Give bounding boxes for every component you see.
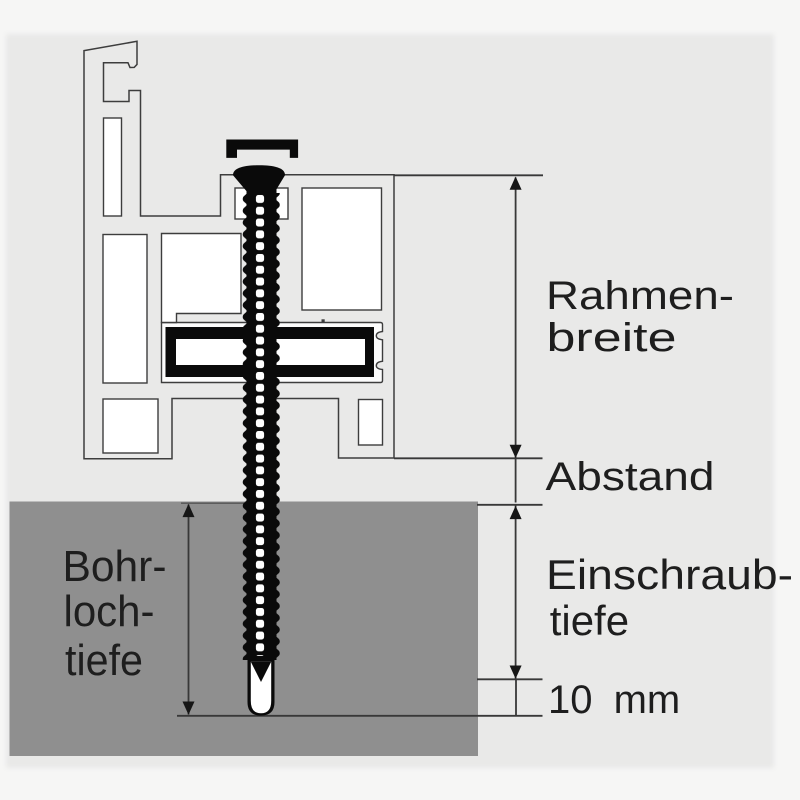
svg-text:breite: breite [547, 316, 677, 360]
svg-text:Rahmen-: Rahmen- [546, 274, 734, 318]
svg-text:tiefe: tiefe [550, 597, 629, 644]
svg-text:tiefe: tiefe [65, 636, 143, 685]
svg-text:Abstand: Abstand [546, 455, 715, 499]
svg-text:Bohr-: Bohr- [63, 542, 167, 591]
svg-text:10 mm: 10 mm [548, 678, 680, 722]
svg-text:loch-: loch- [64, 587, 155, 636]
svg-text:Einschraub-: Einschraub- [546, 551, 793, 598]
